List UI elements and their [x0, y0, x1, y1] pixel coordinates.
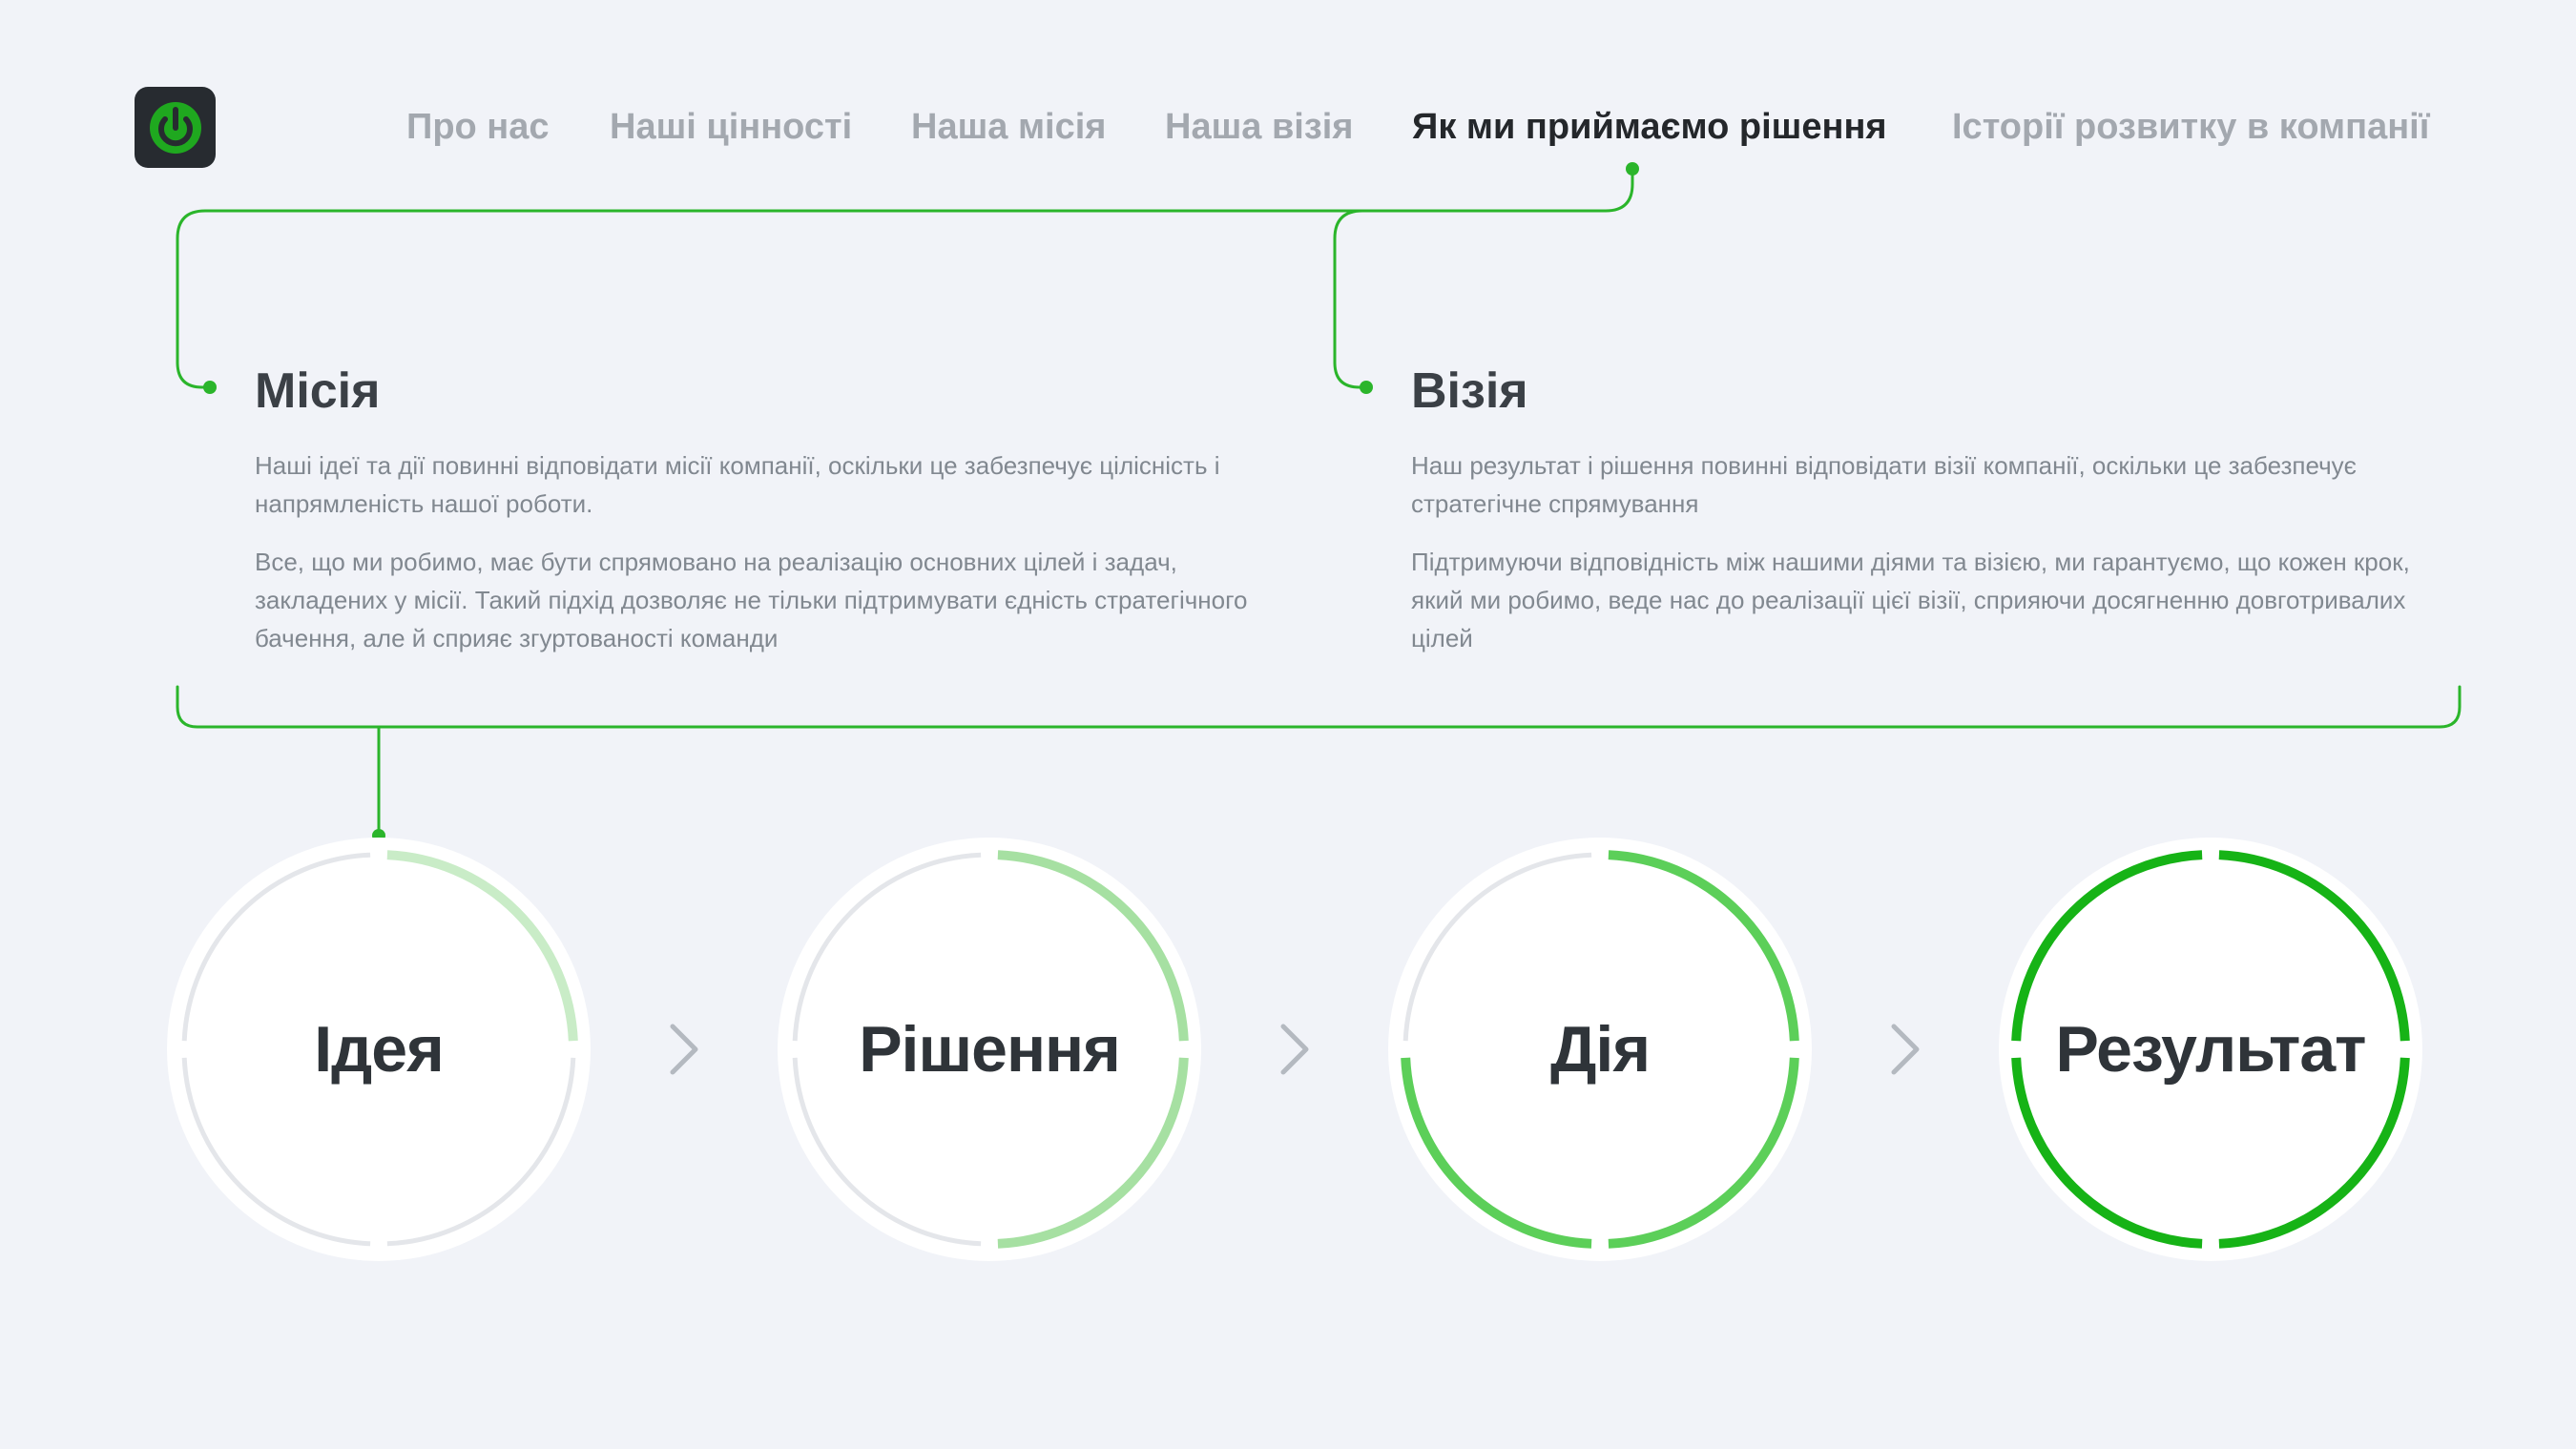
step-ring	[1999, 838, 2422, 1261]
chevron-right-icon	[670, 1024, 698, 1075]
mission-title: Місія	[255, 363, 381, 419]
step-result: Результат	[1997, 836, 2424, 1263]
progress-arc-filled	[386, 850, 578, 1042]
nav-item-stories[interactable]: Історії розвитку в компанії	[1952, 107, 2430, 147]
progress-arc-track	[1402, 852, 1592, 1042]
step-ring	[167, 838, 591, 1261]
step-ring	[778, 838, 1201, 1261]
chevron-right-icon	[1280, 1024, 1309, 1075]
progress-arc-filled	[2011, 1057, 2203, 1249]
progress-arc-filled	[2218, 1057, 2410, 1249]
step-circle-background	[1388, 838, 1812, 1261]
progress-arc-filled	[2011, 850, 2203, 1042]
progress-arc-track	[792, 852, 982, 1042]
step-label: Рішення	[859, 1013, 1121, 1086]
progress-arc-filled	[1608, 850, 1799, 1042]
nav-item-decisions[interactable]: Як ми приймаємо рішення	[1412, 107, 1887, 147]
progress-arc-track	[181, 852, 371, 1042]
progress-arc-filled	[2218, 850, 2410, 1042]
nav-item-mission[interactable]: Наша місія	[911, 107, 1107, 147]
step-circle-background	[778, 838, 1201, 1261]
nav-item-values[interactable]: Наші цінності	[610, 107, 853, 147]
nav-item-vision[interactable]: Наша візія	[1165, 107, 1354, 147]
vision-paragraph-1: Наш результат і рішення повинні відповід…	[1411, 451, 2357, 518]
logo[interactable]	[135, 87, 216, 168]
step-label: Дія	[1549, 1013, 1651, 1086]
step-decision: Рішення	[776, 836, 1203, 1263]
nav-item-about[interactable]: Про нас	[406, 107, 550, 147]
step-label: Результат	[2055, 1013, 2367, 1086]
step-label: Ідея	[314, 1013, 445, 1086]
progress-arc-track	[792, 1057, 982, 1247]
progress-arc-filled	[1401, 1057, 1592, 1249]
vision-title: Візія	[1411, 363, 1528, 419]
step-action: Дія	[1386, 836, 1814, 1263]
chevron-right-icon	[1891, 1024, 1920, 1075]
progress-arc-filled	[997, 1057, 1189, 1249]
mission-paragraph-1: Наші ідеї та дії повинні відповідати міс…	[255, 451, 1220, 518]
power-icon	[149, 101, 201, 154]
progress-arc-track	[181, 1057, 371, 1247]
vision-paragraph-2: Підтримуючи відповідність між нашими дія…	[1411, 548, 2410, 652]
step-ring	[1388, 838, 1812, 1261]
progress-arc-track	[386, 1057, 576, 1247]
step-circle-background	[1999, 838, 2422, 1261]
step-idea: Ідея	[165, 836, 592, 1263]
step-circle-background	[167, 838, 591, 1261]
mission-paragraph-2: Все, що ми робимо, має бути спрямовано н…	[255, 548, 1248, 652]
progress-arc-filled	[997, 850, 1189, 1042]
progress-arc-filled	[1608, 1057, 1799, 1249]
